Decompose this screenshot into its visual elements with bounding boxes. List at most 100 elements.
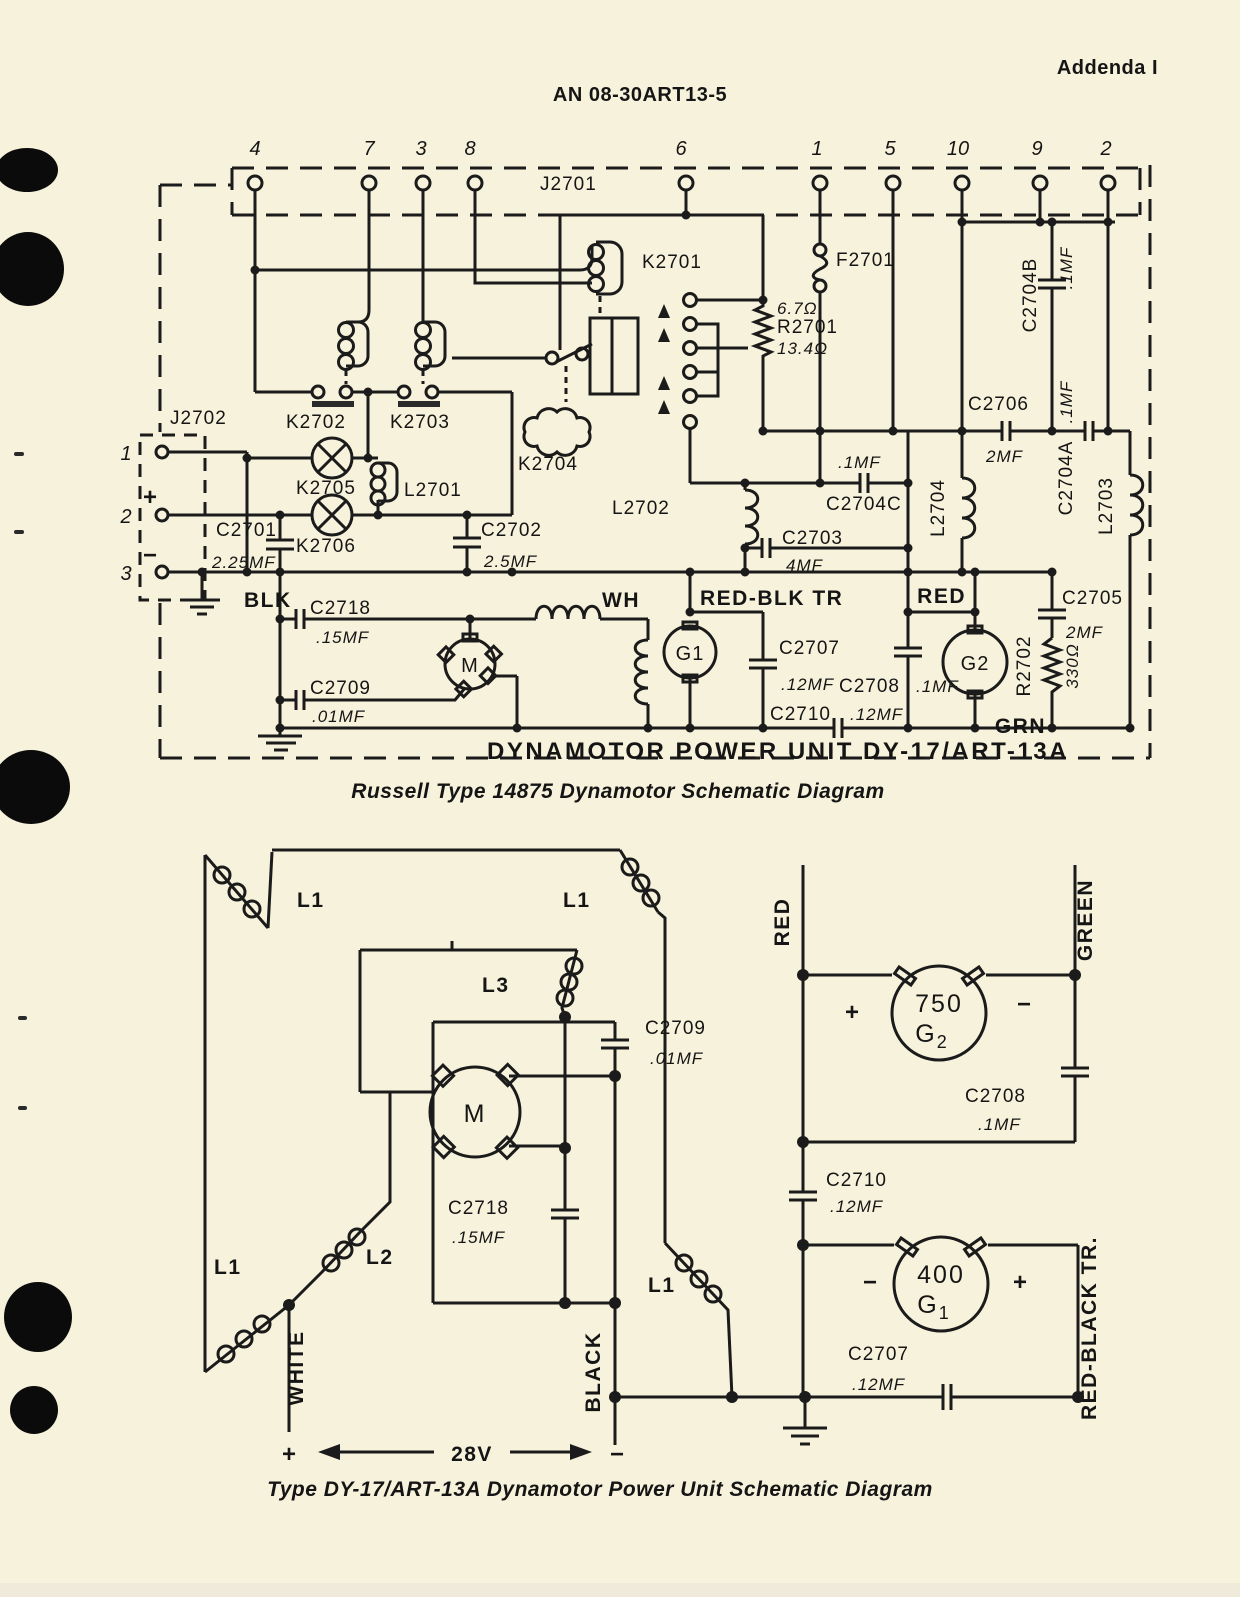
bottom-schematic: L1 L1 L1 L1 L2 L3 C2709 .01MF C2718 .15M… bbox=[203, 848, 1101, 1501]
c2708-value: .1MF bbox=[978, 1115, 1021, 1134]
supply-voltage: 28V bbox=[451, 1443, 493, 1466]
wh-wire-label: WH bbox=[602, 589, 640, 612]
hole-punch-mark bbox=[0, 232, 64, 306]
c2701-value: 2.25MF bbox=[211, 553, 276, 572]
k2705-label: K2705 bbox=[296, 478, 356, 499]
g1-generator bbox=[662, 620, 718, 684]
g2-plus: + bbox=[845, 999, 859, 1026]
c2703-capacitor bbox=[760, 538, 772, 558]
r2701-ohms-top: 6.7Ω bbox=[777, 299, 818, 318]
supply-minus: − bbox=[610, 1441, 624, 1468]
scan-artifact bbox=[14, 452, 24, 456]
bottom-caption: Type DY-17/ART-13A Dynamotor Power Unit … bbox=[267, 1478, 933, 1501]
r2701-resistor bbox=[750, 300, 776, 358]
g2-minus: − bbox=[1017, 991, 1031, 1018]
c2710-label: C2710 bbox=[826, 1170, 887, 1191]
l2703-label: L2703 bbox=[1096, 477, 1117, 535]
hole-punch-mark bbox=[10, 1386, 58, 1434]
k2701-relay bbox=[587, 240, 698, 430]
k2706-label: K2706 bbox=[296, 536, 356, 557]
pin-number: 7 bbox=[363, 138, 375, 160]
g2-number: 750 bbox=[915, 990, 963, 1018]
l1-label: L1 bbox=[297, 889, 325, 912]
k2701-label: K2701 bbox=[642, 252, 702, 273]
k2703-label: K2703 bbox=[390, 412, 450, 433]
scan-artifact bbox=[18, 1106, 27, 1110]
c2709-label: C2709 bbox=[645, 1018, 706, 1039]
c2707-label: C2707 bbox=[848, 1344, 909, 1365]
j2702-pin3: 3 bbox=[120, 563, 131, 585]
top-wiring bbox=[168, 190, 1132, 730]
r2701-ohms-bottom: 13.4Ω bbox=[777, 339, 828, 358]
j2702-minus: − bbox=[143, 542, 157, 569]
pin-number: 10 bbox=[947, 138, 969, 160]
blk-wire-label: BLK bbox=[244, 589, 292, 612]
c2709-capacitor bbox=[294, 690, 306, 710]
c2718-label: C2718 bbox=[310, 598, 371, 619]
supply-plus: + bbox=[282, 1441, 296, 1468]
l3-label: L3 bbox=[482, 974, 510, 997]
motor-letter: M bbox=[461, 655, 479, 677]
f2701-label: F2701 bbox=[836, 250, 895, 271]
k2702-label: K2702 bbox=[286, 412, 346, 433]
c2708-label: C2708 bbox=[839, 676, 900, 697]
l2702-coil bbox=[744, 488, 760, 546]
addenda-label: Addenda I bbox=[1057, 57, 1158, 79]
top-schematic: 4 7 3 8 6 1 5 10 9 2 J2701 bbox=[119, 138, 1152, 803]
top-caption: Russell Type 14875 Dynamotor Schematic D… bbox=[351, 780, 884, 803]
scan-artifact bbox=[14, 530, 24, 534]
c2709-label: C2709 bbox=[310, 678, 371, 699]
pin-number: 5 bbox=[884, 138, 896, 160]
g2-letter: G2 bbox=[961, 653, 990, 675]
c2710-value: .12MF bbox=[830, 1197, 884, 1216]
c2701-label: C2701 bbox=[216, 520, 277, 541]
l2704-label: L2704 bbox=[928, 479, 949, 537]
c2709-value: .01MF bbox=[312, 707, 366, 726]
c2708-label: C2708 bbox=[965, 1086, 1026, 1107]
c2718-capacitor bbox=[551, 1208, 579, 1220]
redblk-wire-label: RED-BLK TR bbox=[700, 587, 843, 610]
hole-punch-mark bbox=[0, 750, 70, 824]
motor-symbol bbox=[436, 632, 504, 699]
motor-letter: M bbox=[464, 1100, 487, 1128]
l2701-label: L2701 bbox=[404, 480, 462, 501]
c2718-value: .15MF bbox=[452, 1228, 506, 1247]
motor-symbol bbox=[428, 1062, 522, 1161]
pin-number: 8 bbox=[464, 138, 475, 160]
j2702-plug bbox=[138, 433, 207, 602]
c2707-capacitor bbox=[749, 658, 777, 670]
junction-dots bbox=[283, 969, 1084, 1403]
c2702-label: C2702 bbox=[481, 520, 542, 541]
j2702-pin1: 1 bbox=[120, 443, 131, 465]
l1-label: L1 bbox=[563, 889, 591, 912]
pin-number: 9 bbox=[1031, 138, 1042, 160]
c2704c-capacitor bbox=[858, 473, 870, 493]
c2704a-value: .1MF bbox=[1057, 380, 1076, 423]
c2704a-label: C2704A bbox=[1056, 441, 1077, 516]
hole-punch-mark bbox=[4, 1282, 72, 1352]
k2703-relay bbox=[396, 320, 447, 407]
r2702-value: 330Ω bbox=[1063, 643, 1082, 688]
c2704b-value: .1MF bbox=[1057, 246, 1076, 289]
pin-number: 2 bbox=[1099, 138, 1111, 160]
scan-artifact bbox=[18, 1016, 27, 1020]
c2709-capacitor bbox=[601, 1038, 629, 1050]
l2704-coil bbox=[961, 476, 977, 540]
c2704a-capacitor bbox=[1083, 421, 1095, 441]
g1-letter: G1 bbox=[917, 1291, 950, 1323]
r2702-resistor bbox=[1039, 636, 1065, 695]
c2708-capacitor bbox=[1061, 1066, 1089, 1078]
c2702-capacitor bbox=[453, 536, 481, 549]
g1-generator bbox=[892, 1235, 990, 1333]
k2705-lamp bbox=[310, 436, 354, 480]
junction-dots bbox=[197, 210, 1135, 733]
c2705-capacitor bbox=[1038, 608, 1066, 620]
g2-letter: G2 bbox=[915, 1020, 948, 1052]
c2707-capacitor bbox=[941, 1384, 953, 1410]
c2708-value: .1MF bbox=[916, 677, 959, 696]
r2701-label: R2701 bbox=[777, 317, 838, 338]
c2703-value: 4MF bbox=[786, 556, 824, 575]
g2-generator bbox=[890, 964, 988, 1062]
g1-letter: G1 bbox=[676, 643, 705, 665]
c2718-label: C2718 bbox=[448, 1198, 509, 1219]
